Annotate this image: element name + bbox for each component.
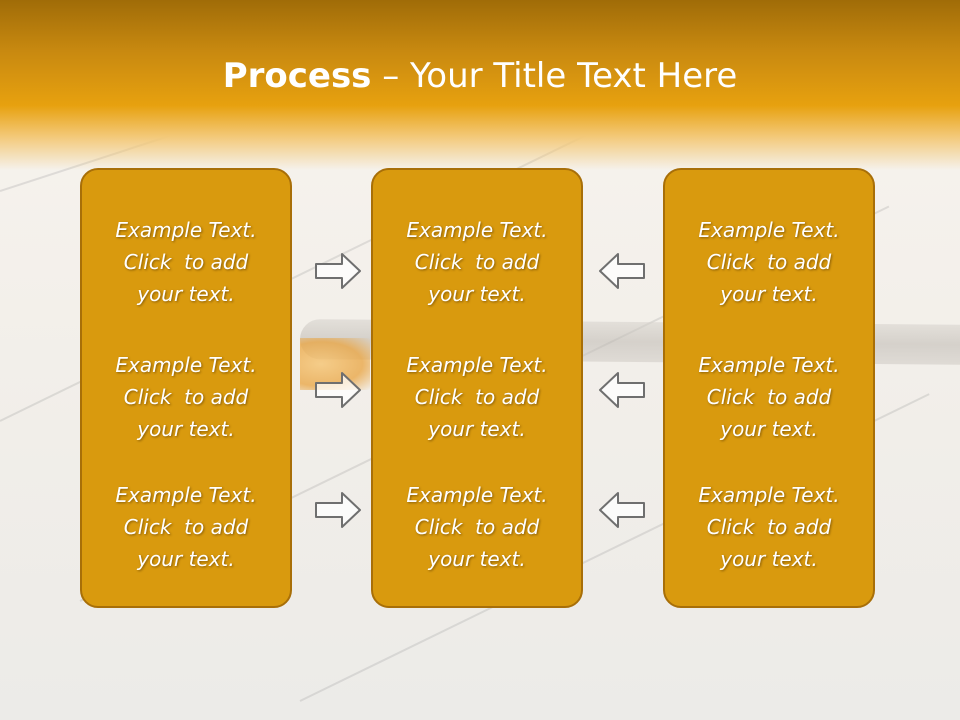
text-line: Click to add <box>414 515 540 539</box>
text-line: your text. <box>428 282 526 306</box>
text-line: Example Text. <box>115 483 257 507</box>
left-column-box[interactable]: Example Text. Click to add your text. Ex… <box>80 168 292 608</box>
text-line: Example Text. <box>698 218 840 242</box>
text-line: Click to add <box>123 385 249 409</box>
text-line: Example Text. <box>406 353 548 377</box>
text-line: Example Text. <box>698 353 840 377</box>
text-line: Click to add <box>706 250 832 274</box>
text-block[interactable]: Example Text. Click to add your text. <box>82 479 290 575</box>
text-line: Click to add <box>123 250 249 274</box>
title-banner <box>0 0 960 170</box>
text-block[interactable]: Example Text. Click to add your text. <box>373 479 581 575</box>
text-line: your text. <box>720 282 818 306</box>
slide-title: Process – Your Title Text Here <box>0 54 960 98</box>
text-line: your text. <box>137 547 235 571</box>
arrow-left-icon <box>599 492 645 528</box>
text-block[interactable]: Example Text. Click to add your text. <box>665 349 873 445</box>
text-line: your text. <box>720 417 818 441</box>
text-line: Click to add <box>414 385 540 409</box>
right-column-box[interactable]: Example Text. Click to add your text. Ex… <box>663 168 875 608</box>
arrow-left-icon <box>599 372 645 408</box>
text-line: Example Text. <box>698 483 840 507</box>
pen-nib-shape <box>300 338 370 390</box>
title-bold: Process <box>222 56 372 96</box>
text-line: your text. <box>428 417 526 441</box>
text-block[interactable]: Example Text. Click to add your text. <box>373 349 581 445</box>
text-block[interactable]: Example Text. Click to add your text. <box>82 349 290 445</box>
text-block[interactable]: Example Text. Click to add your text. <box>665 214 873 310</box>
text-line: your text. <box>137 417 235 441</box>
arrow-right-icon <box>315 492 361 528</box>
text-line: Click to add <box>706 385 832 409</box>
text-line: your text. <box>428 547 526 571</box>
text-block[interactable]: Example Text. Click to add your text. <box>665 479 873 575</box>
text-line: Click to add <box>123 515 249 539</box>
text-block[interactable]: Example Text. Click to add your text. <box>82 214 290 310</box>
arrow-right-icon <box>315 372 361 408</box>
text-line: Example Text. <box>406 483 548 507</box>
text-line: your text. <box>720 547 818 571</box>
arrow-right-icon <box>315 253 361 289</box>
arrow-left-icon <box>599 253 645 289</box>
text-line: your text. <box>137 282 235 306</box>
text-line: Example Text. <box>115 218 257 242</box>
text-block[interactable]: Example Text. Click to add your text. <box>373 214 581 310</box>
text-line: Click to add <box>706 515 832 539</box>
text-line: Example Text. <box>115 353 257 377</box>
text-line: Example Text. <box>406 218 548 242</box>
text-line: Click to add <box>414 250 540 274</box>
middle-column-box[interactable]: Example Text. Click to add your text. Ex… <box>371 168 583 608</box>
title-rest: – Your Title Text Here <box>371 56 738 96</box>
